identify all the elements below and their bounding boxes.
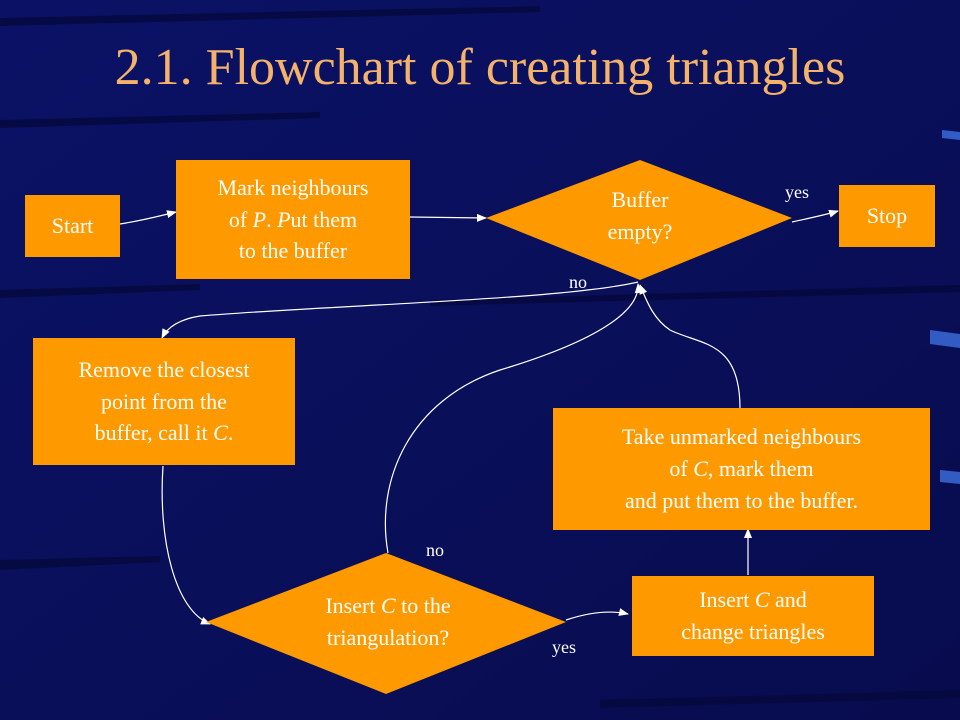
insert-change-text: Insert C and change triangles xyxy=(681,584,825,648)
mark-neighbours-box: Mark neighbours of P. Put them to the buff… xyxy=(176,160,410,279)
buffer-empty-label: Buffer empty? xyxy=(570,184,710,248)
text-line: point from the xyxy=(101,388,227,414)
text-line: Buffer xyxy=(611,187,669,212)
text-line: triangulation? xyxy=(326,624,450,650)
text-line: Insert C and xyxy=(699,587,807,613)
start-box: Start xyxy=(25,195,120,257)
text-line: Stop xyxy=(866,203,908,229)
text-line: Start xyxy=(51,213,94,239)
text-line: of P. Put them xyxy=(228,206,358,232)
text-line: Mark neighbours xyxy=(217,174,369,200)
text-line: empty? xyxy=(607,218,673,244)
text-line: change triangles xyxy=(681,619,825,644)
buffer-yes-label: yes xyxy=(785,182,809,202)
remove-closest-text: Remove the closest point from the buffer, … xyxy=(78,354,249,450)
text-line: to the buffer xyxy=(238,238,348,264)
text-line: Remove the closest xyxy=(78,356,250,382)
take-unmarked-box: Take unmarked neighbours of C, mark them a… xyxy=(553,408,930,530)
text-line: buffer, call it C. xyxy=(94,420,234,446)
insert-question-label: Insert C to the triangulation? xyxy=(276,590,500,654)
mark-neighbours-text: Mark neighbours of P. Put them to the buff… xyxy=(218,172,369,268)
stop-text: Stop xyxy=(867,200,907,232)
text-line: and put them to the buffer. xyxy=(624,487,858,513)
text-line: Take unmarked neighbours xyxy=(621,424,862,450)
stop-box: Stop xyxy=(839,185,935,247)
insert-no-label: no xyxy=(426,540,444,560)
remove-closest-box: Remove the closest point from the buffer, … xyxy=(33,338,295,465)
text-line: of C, mark them xyxy=(669,456,814,482)
text-line: Insert C to the xyxy=(325,593,451,618)
insert-yes-label: yes xyxy=(552,637,576,657)
take-unmarked-text: Take unmarked neighbours of C, mark them a… xyxy=(622,421,861,517)
slide-title: 2.1. Flowchart of creating triangles xyxy=(114,39,846,96)
start-text: Start xyxy=(52,210,94,242)
buffer-no-label: no xyxy=(569,272,587,292)
insert-change-box: Insert C and change triangles xyxy=(632,576,874,656)
